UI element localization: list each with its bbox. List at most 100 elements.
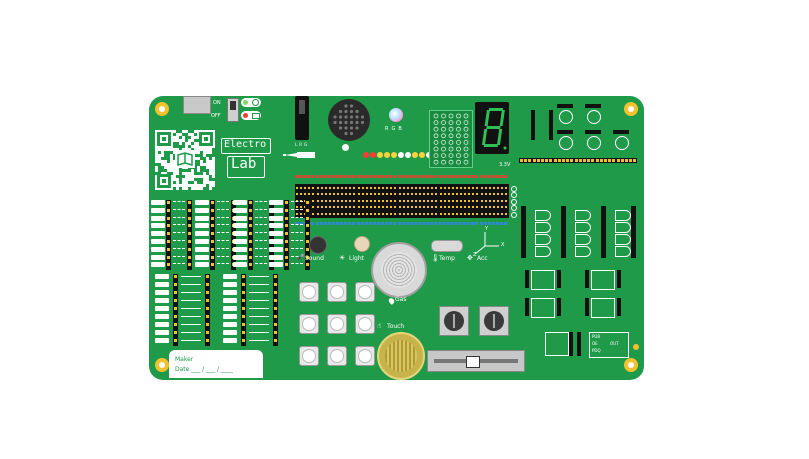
headphone-plug-icon <box>283 152 315 158</box>
potentiometer-left[interactable] <box>439 306 469 336</box>
breadboard-hole <box>378 212 380 215</box>
breadboard-hole <box>484 199 487 202</box>
breadboard-hole <box>443 199 446 202</box>
led-trace <box>249 332 269 333</box>
push-button[interactable] <box>327 314 347 334</box>
power-switch[interactable] <box>227 98 239 122</box>
breadboard-hole <box>361 193 364 196</box>
breadboard-hole <box>361 212 364 215</box>
push-button[interactable] <box>355 282 375 302</box>
led-tag <box>155 322 169 327</box>
rail-hole-red <box>422 175 426 178</box>
rail-hole-red <box>450 175 454 178</box>
resistor-tag <box>151 200 165 205</box>
breadboard-hole <box>414 199 417 202</box>
audio-jack <box>295 96 309 140</box>
resistor <box>255 255 267 260</box>
rail-hole-red <box>491 175 495 178</box>
rail-hole-red <box>389 175 393 178</box>
breadboard-hole <box>382 193 385 196</box>
breadboard-hole <box>398 199 401 202</box>
touch-pad[interactable] <box>377 332 425 380</box>
rail-hole-blue <box>397 222 401 225</box>
rail-hole-blue <box>352 222 356 225</box>
breadboard-hole <box>423 206 426 209</box>
breadboard-end-hole <box>511 198 517 205</box>
resistor-tag <box>195 215 209 221</box>
breadboard-hole <box>337 199 339 202</box>
breadboard-hole <box>492 212 495 215</box>
led-trace <box>181 340 201 341</box>
breadboard-hole <box>468 206 471 209</box>
breadboard-hole <box>505 199 508 202</box>
pin-header <box>284 200 289 270</box>
resistor-tag <box>151 215 165 221</box>
date-label: Date ___ / ___ / ____ <box>175 366 233 373</box>
resistor <box>291 240 303 244</box>
rail-hole-red <box>336 175 339 178</box>
rail-hole-blue <box>454 222 458 225</box>
breadboard-hole <box>316 199 319 202</box>
status-led <box>633 344 639 350</box>
resistor <box>173 247 185 252</box>
push-button[interactable] <box>327 282 347 302</box>
rail-hole-red <box>397 175 401 178</box>
breadboard-hole <box>455 212 458 215</box>
breadboard-hole <box>300 212 303 215</box>
rail-hole-red <box>323 175 327 178</box>
rail-hole-blue <box>459 222 462 225</box>
breadboard-hole <box>357 199 360 202</box>
pin-header <box>601 206 606 258</box>
rail-hole-red <box>340 175 344 178</box>
breadboard-hole <box>312 187 315 189</box>
logic-label-2: OUT <box>610 341 619 346</box>
breadboard-hole <box>312 199 315 202</box>
breadboard-hole <box>361 187 364 189</box>
logic-gate <box>535 222 551 233</box>
rail-hole-blue <box>405 222 409 225</box>
breadboard-hole <box>304 193 307 196</box>
resistor <box>217 201 229 205</box>
logic-label-0: PUB <box>592 334 601 339</box>
resistor-tag <box>151 262 165 268</box>
breadboard-hole <box>460 212 462 215</box>
push-button[interactable] <box>327 346 347 366</box>
rail-hole-blue <box>315 222 319 225</box>
breadboard-hole <box>369 212 372 215</box>
qr-code <box>155 130 215 190</box>
breadboard-hole <box>464 193 467 196</box>
breadboard-hole <box>468 212 471 215</box>
breadboard-hole <box>439 187 442 189</box>
push-button[interactable] <box>355 346 375 366</box>
breadboard-hole <box>378 193 380 196</box>
slide-potentiometer[interactable] <box>427 350 525 372</box>
breadboard-hole <box>345 212 348 215</box>
push-button[interactable] <box>355 314 375 334</box>
breadboard-hole <box>320 212 323 215</box>
breadboard-hole <box>341 212 344 215</box>
resistor <box>173 224 185 228</box>
push-button[interactable] <box>299 314 319 334</box>
push-button[interactable] <box>299 346 319 366</box>
resistor <box>217 224 229 228</box>
resistor <box>291 216 303 221</box>
led-trace <box>181 292 201 293</box>
breadboard-hole <box>365 206 368 209</box>
resistor <box>217 240 229 244</box>
potentiometer-right[interactable] <box>479 306 509 336</box>
button-grid <box>291 276 375 372</box>
resistor <box>173 232 185 236</box>
rail-hole-red <box>413 175 417 178</box>
breadboard-hole <box>476 212 479 215</box>
resistor <box>217 263 229 267</box>
breadboard-hole <box>386 193 389 196</box>
breadboard-hole <box>316 193 319 196</box>
pin-header <box>577 332 581 356</box>
accel-axis-x: X <box>501 242 505 248</box>
push-button[interactable] <box>299 282 319 302</box>
breadboard-hole <box>464 187 467 189</box>
rail-hole-red <box>360 175 364 178</box>
resistor-tag <box>233 254 247 260</box>
breadboard-hole <box>324 199 327 202</box>
indicator-led <box>412 152 418 158</box>
